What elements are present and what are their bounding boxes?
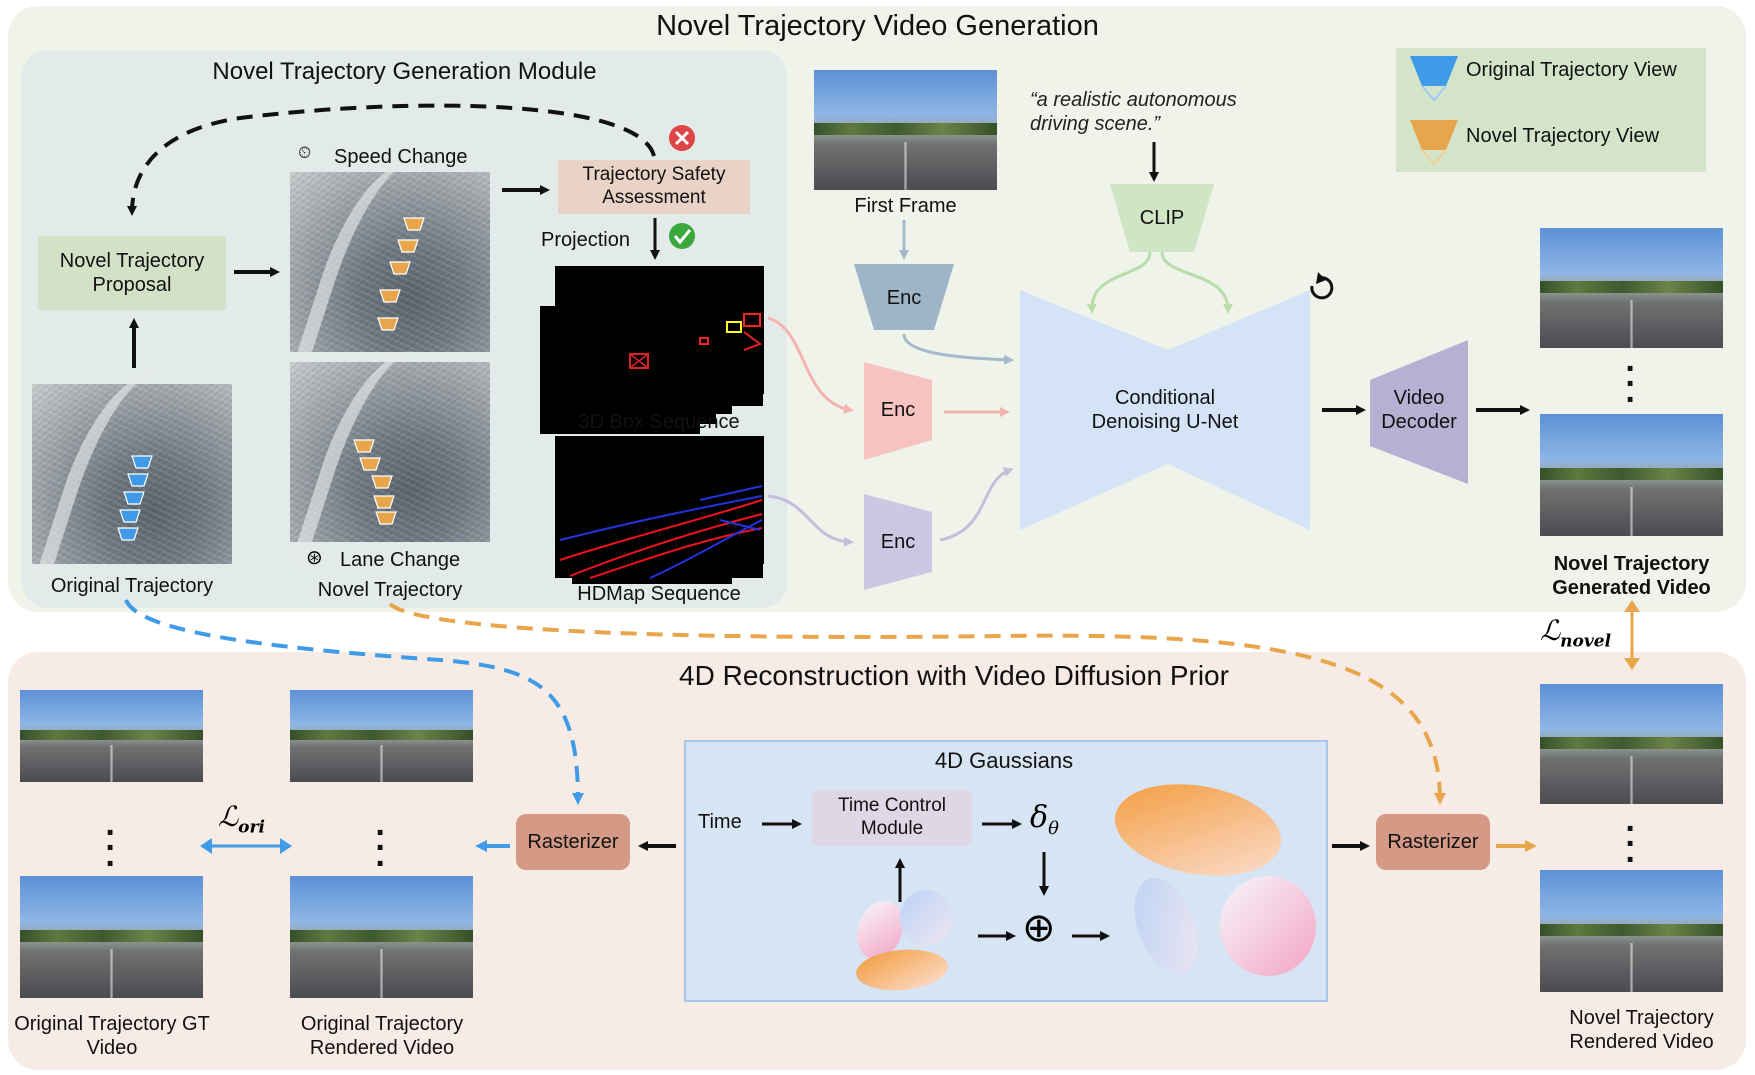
refresh-icon: [1310, 276, 1334, 300]
generated-frame-2: [1540, 414, 1723, 536]
box-sequence-label: 3D Box Sequence: [578, 411, 740, 433]
projection-label: Projection: [541, 229, 630, 251]
time-control-module: Time Control Module: [812, 790, 972, 846]
first-frame-image: [814, 70, 997, 190]
gt-frame-1: [20, 690, 203, 782]
proposal-box: Novel Trajectory Proposal: [38, 236, 226, 310]
dashed-feedback-arrow: [127, 103, 656, 216]
steering-wheel-icon: ⊛: [306, 547, 323, 569]
legend-novel-label: Novel Trajectory View: [1466, 125, 1660, 147]
rasterizer-left: Rasterizer: [516, 814, 630, 870]
clip-shape: [1110, 184, 1214, 252]
enc-hdmap-label: Enc: [880, 531, 916, 553]
gaussian-small-3: [856, 949, 948, 991]
module-title: Novel Trajectory Generation Module: [212, 58, 597, 85]
novel-rendered-frame-2: [1540, 870, 1723, 992]
gaussian-large-2: [1134, 878, 1198, 974]
original-view-icon: [1410, 56, 1458, 86]
gt-frame-2: [20, 876, 203, 998]
accept-icon: [669, 223, 695, 249]
time-label: Time: [698, 811, 742, 833]
gaussian-small-2: [900, 890, 952, 946]
speed-change-label: Speed Change: [334, 146, 468, 168]
enc-hdmap-shape: [864, 494, 932, 590]
top-title: Novel Trajectory Video Generation: [656, 10, 1099, 42]
unet-left: [1020, 290, 1168, 530]
novel-rendered-frame-1: [1540, 684, 1723, 804]
bottom-title: 4D Reconstruction with Video Diffusion P…: [679, 660, 1229, 691]
delta-theta: δθ: [1030, 800, 1059, 839]
gaussian-large-1: [1114, 784, 1282, 876]
loss-ori: ℒori: [218, 800, 265, 838]
unet-label: Conditional Denoising U-Net: [1091, 387, 1239, 433]
box-sequence-frame: [555, 266, 763, 406]
novel-view-icon: [1410, 120, 1458, 150]
enc-first-frame-shape: [854, 264, 954, 330]
hdmap-sequence-label: HDMap Sequence: [577, 583, 741, 605]
oplus-icon: ⊕: [1022, 905, 1056, 951]
rasterizer-right: Rasterizer: [1376, 814, 1490, 870]
enc-first-frame-label: Enc: [886, 287, 922, 309]
lane-change-label: Lane Change: [340, 549, 461, 571]
gt-video-label: Original Trajectory GT Video: [14, 1013, 210, 1059]
orig-rendered-label: Original Trajectory Rendered Video: [300, 1013, 464, 1059]
generated-frame-1: [1540, 228, 1723, 348]
gaussian-small-1: [856, 900, 904, 960]
orange-dashed-arrow: [388, 602, 1446, 805]
generated-video-label: Novel Trajectory Generated Video: [1552, 553, 1711, 599]
gaussians-title: 4D Gaussians: [934, 748, 1074, 773]
speed-icon: ⏲: [298, 143, 312, 162]
orig-rendered-frame-2: [290, 876, 473, 998]
legend-original-label: Original Trajectory View: [1466, 59, 1677, 81]
enc-box-shape: [864, 362, 932, 460]
decoder-label: Video Decoder: [1381, 387, 1457, 433]
generated-dots: ···: [1625, 350, 1637, 419]
novel-trajectory-label: Novel Trajectory: [317, 579, 463, 601]
orig-rendered-frame-1: [290, 690, 473, 782]
gaussian-large-3: [1220, 876, 1316, 976]
clip-label: CLIP: [1139, 207, 1185, 229]
enc-box-label: Enc: [880, 399, 916, 421]
novel-rendered-label: Novel Trajectory Rendered Video: [1569, 1007, 1714, 1053]
decoder-shape: [1370, 340, 1468, 484]
unet-right: [1168, 290, 1310, 530]
original-trajectory-label: Original Trajectory: [50, 575, 214, 597]
blue-dashed-arrow: [124, 599, 584, 805]
prompt-text: “a realistic autonomous driving scene.”: [1030, 89, 1237, 135]
safety-box: Trajectory Safety Assessment: [558, 160, 750, 214]
loss-novel: ℒnovel: [1540, 614, 1612, 652]
first-frame-label: First Frame: [854, 195, 957, 217]
